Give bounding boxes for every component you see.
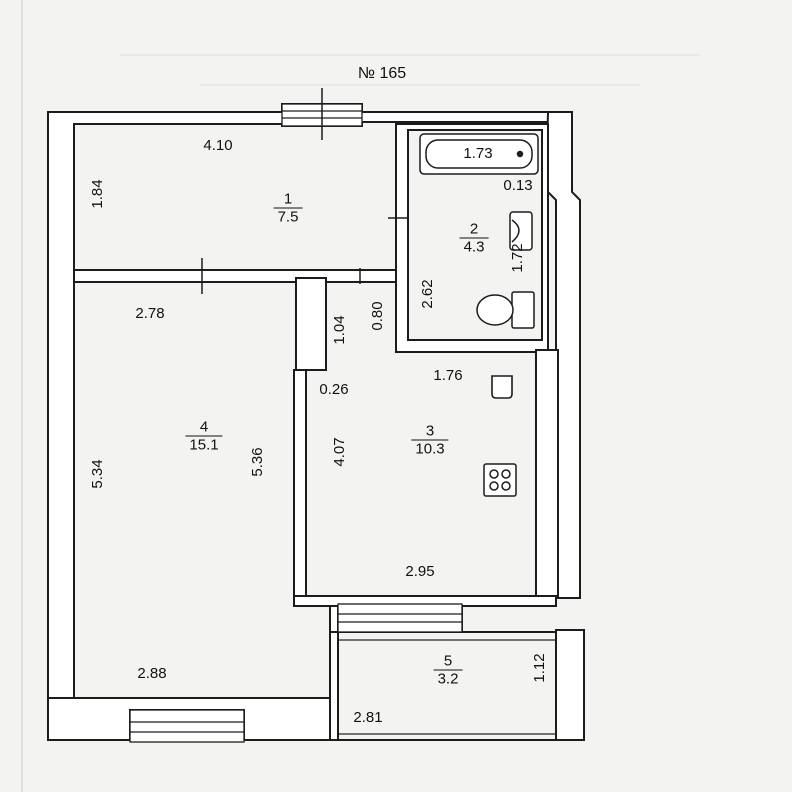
room-number: 1 — [283, 190, 293, 208]
dim-balcony-width: 2.81 — [353, 709, 383, 726]
dim-room4-right: 5.36 — [249, 447, 266, 477]
room-number: 4 — [199, 418, 209, 436]
door-marks — [201, 88, 408, 294]
room-area: 4.3 — [459, 237, 489, 256]
closet-partition — [295, 277, 327, 371]
toilet-icon — [476, 291, 535, 329]
room-3-label: 3 10.3 — [411, 422, 449, 458]
dim-bath-depth: 2.62 — [419, 279, 436, 309]
dim-bath-height: 1.72 — [509, 243, 526, 273]
dim-room1-width: 4.10 — [203, 137, 233, 154]
room-area: 3.2 — [433, 669, 463, 688]
room-4-label: 4 15.1 — [185, 418, 223, 454]
plan-number: № 165 — [357, 65, 407, 82]
dim-kitchen-partition: 0.26 — [319, 381, 349, 398]
room-1-label: 1 7.5 — [273, 190, 303, 226]
kitchen-right-wall — [535, 349, 559, 599]
wall-room4-kitchen — [293, 369, 307, 601]
window-kitchen — [337, 603, 463, 633]
window-room4 — [129, 709, 245, 743]
dim-closet-depth: 1.04 — [331, 315, 348, 345]
bathtub-icon — [419, 133, 539, 175]
room-area: 7.5 — [273, 207, 303, 226]
room-5-label: 5 3.2 — [433, 652, 463, 688]
dim-kitchen-top: 1.76 — [433, 367, 463, 384]
outer-wall-right — [544, 111, 581, 599]
dim-room4-bottom: 2.88 — [137, 665, 167, 682]
dim-bath-offset: 0.13 — [503, 177, 533, 194]
kitchen-sink-icon — [491, 375, 513, 399]
dim-bath-tub: 1.73 — [463, 145, 493, 162]
dim-balcony-depth: 1.12 — [531, 653, 548, 683]
room-number: 5 — [443, 652, 453, 670]
sink-icon — [509, 211, 533, 251]
room-number: 3 — [425, 422, 435, 440]
room-number: 2 — [469, 220, 479, 238]
dim-room1-depth: 1.84 — [89, 179, 106, 209]
dim-room4-top: 2.78 — [135, 305, 165, 322]
dim-closet-offset: 0.80 — [369, 301, 386, 331]
room-2-label: 2 4.3 — [459, 220, 489, 256]
room-area: 10.3 — [411, 439, 449, 458]
walls — [47, 103, 585, 741]
room-area: 15.1 — [185, 435, 223, 454]
balcony-right-wall — [555, 629, 585, 741]
dim-kitchen-depth: 4.07 — [331, 437, 348, 467]
stove-icon — [483, 463, 517, 497]
dim-kitchen-bottom: 2.95 — [405, 563, 435, 580]
wall-room1-room4 — [73, 269, 397, 283]
dim-room4-left: 5.34 — [89, 459, 106, 489]
